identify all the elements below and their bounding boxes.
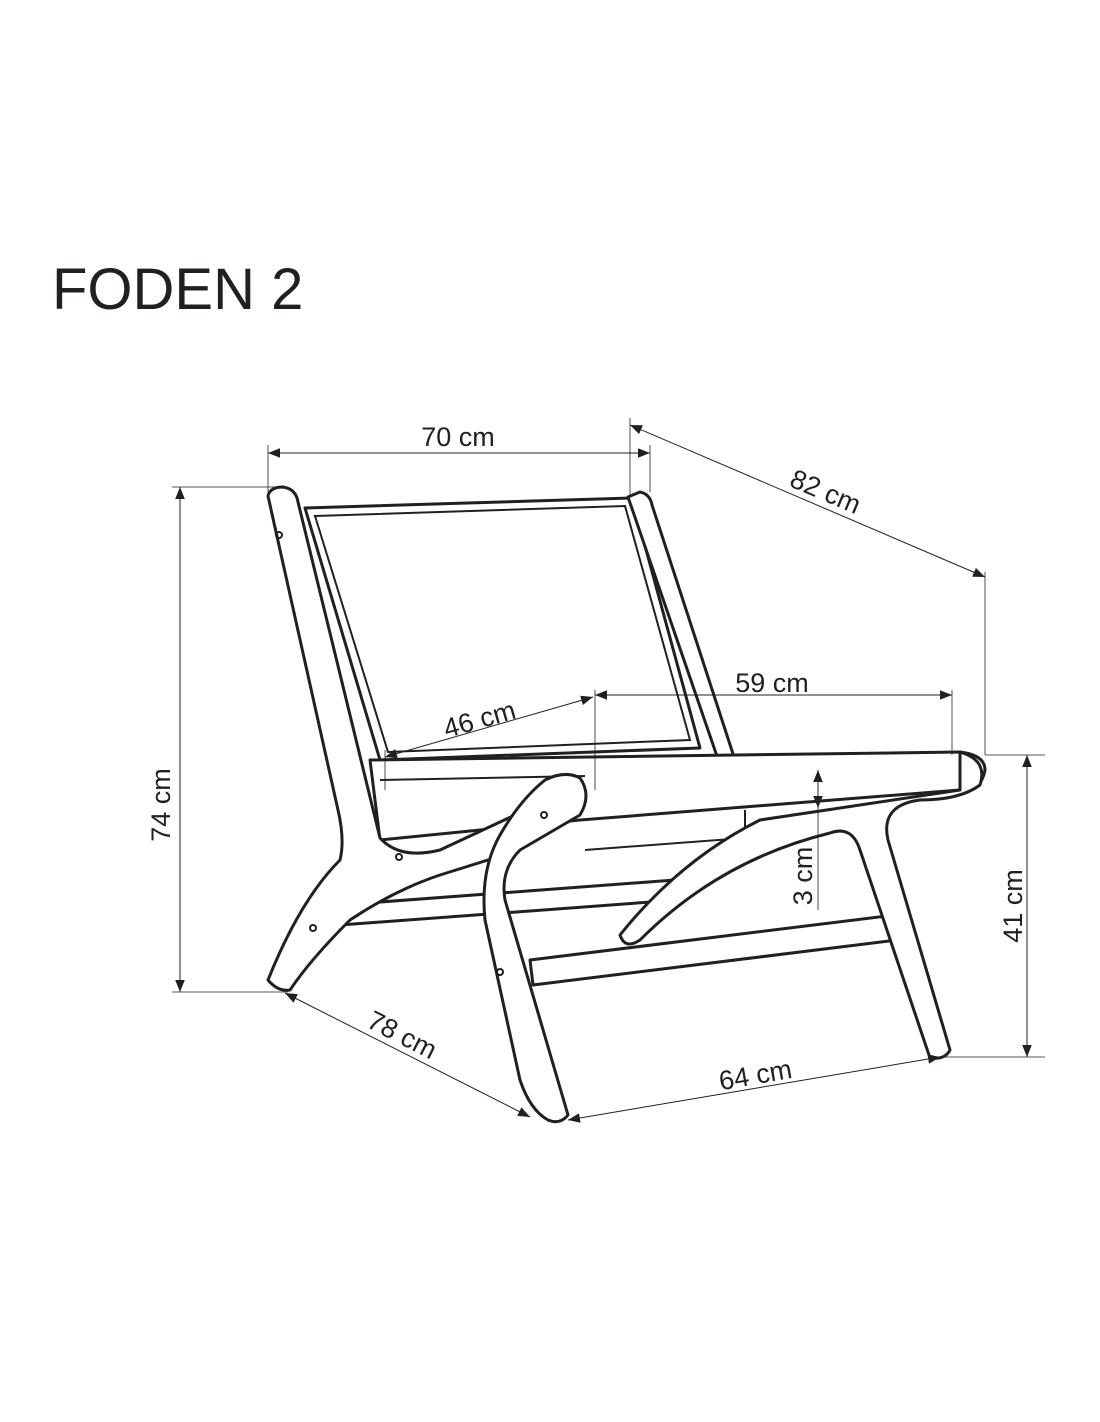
dim-height-total: 74 cm — [146, 768, 176, 842]
dim-seat-height: 41 cm — [998, 869, 1028, 943]
dim-width-top: 70 cm — [421, 422, 495, 452]
seat — [368, 750, 987, 842]
front-stretcher — [528, 913, 899, 987]
right-side-frame — [618, 750, 984, 1060]
dim-seat-thickness: 3 cm — [788, 847, 818, 906]
left-back-post — [266, 485, 522, 992]
dim-depth-armrest: 82 cm — [786, 464, 865, 520]
dim-seat-depth: 59 cm — [735, 668, 809, 698]
dimension-lines — [172, 418, 1045, 1123]
product-title: FODEN 2 — [52, 257, 303, 322]
left-armrest-front-leg — [482, 773, 588, 1124]
dim-width-base: 64 cm — [717, 1054, 795, 1096]
dim-depth-base: 78 cm — [363, 1005, 442, 1065]
